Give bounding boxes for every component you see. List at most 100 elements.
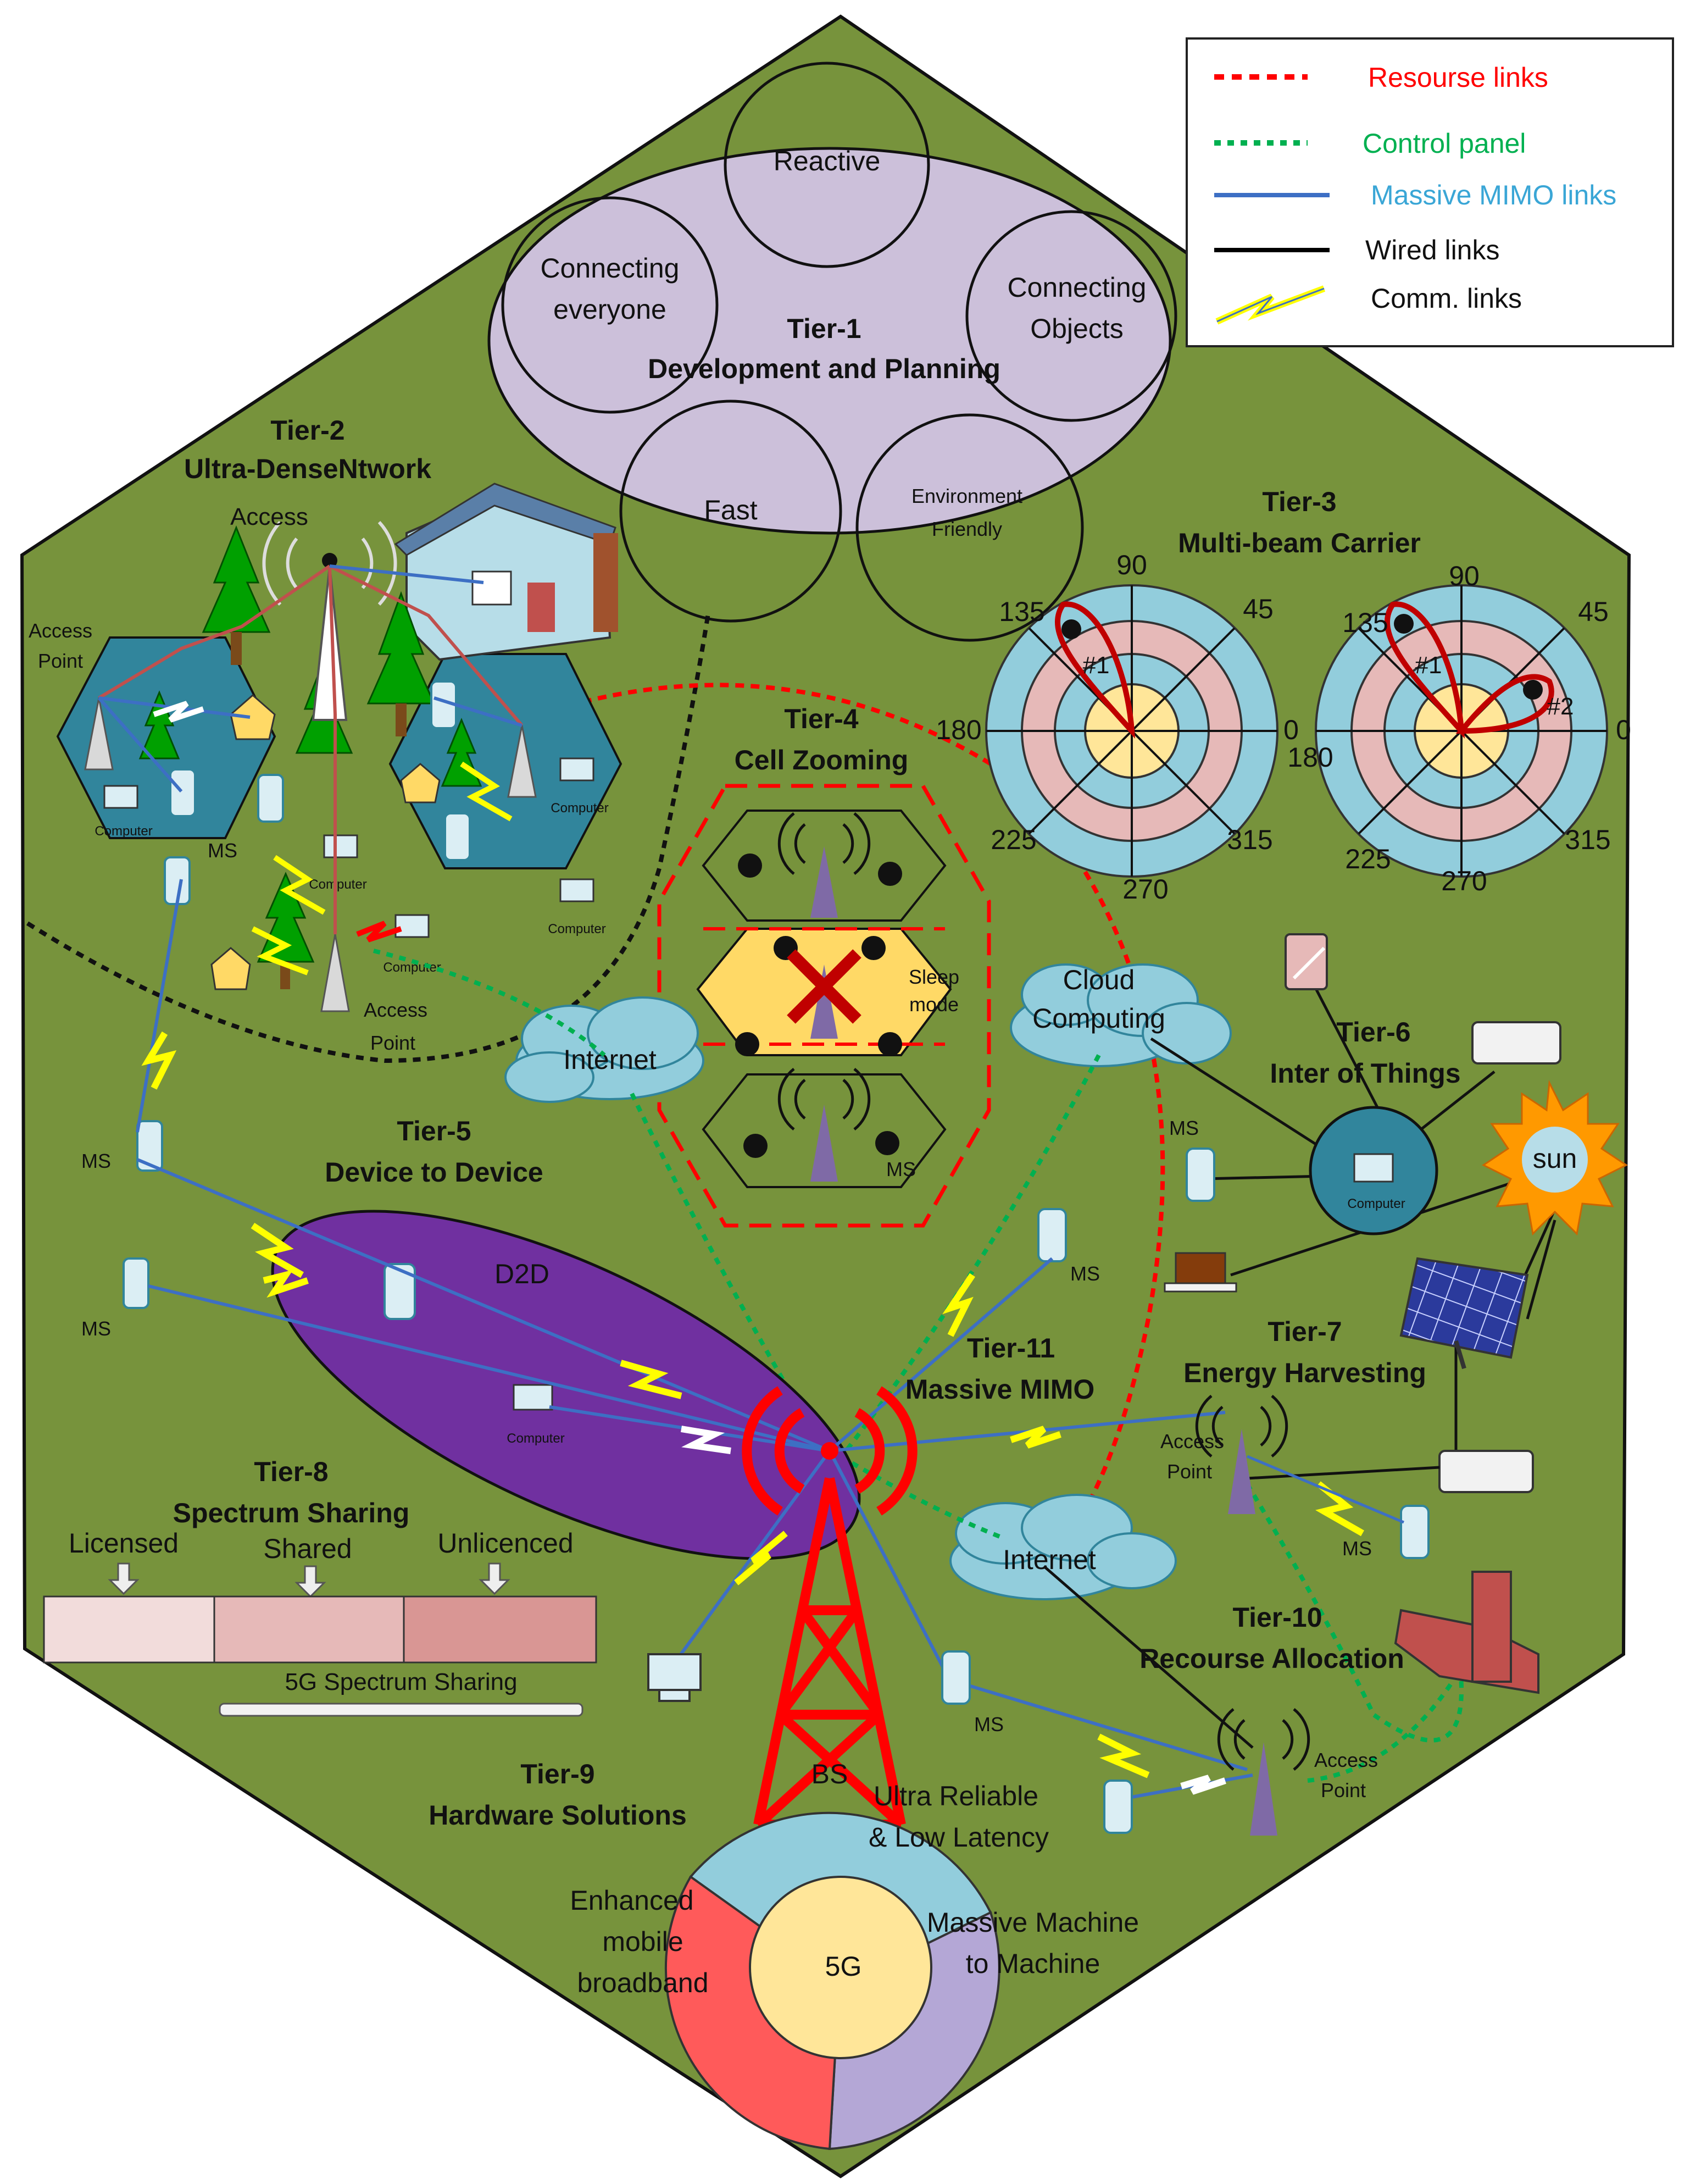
bs-tower-icon (742, 1386, 918, 1830)
tier7-access-label: Access (1160, 1430, 1224, 1453)
tier1-circle-reactive (724, 62, 930, 268)
tier6-ms-label: MS (1169, 1117, 1199, 1139)
tier5-group: Tier-5 Device to Device D2D Computer MS … (81, 1116, 1100, 1560)
polar-right-180: 180 (1287, 742, 1333, 773)
sleep-x-icon (787, 949, 861, 1024)
tier10-group: Tier-10 Recourse Allocation Access Point (1043, 1565, 1539, 1836)
tier9-group: Tier-9 Hardware Solutions 5G Ultra Relia… (429, 1759, 1139, 2150)
segment-label-embb-1: Enhanced (570, 1885, 693, 1916)
legend: Resourse links Control panel Massive MIM… (1186, 37, 1674, 347)
tier2-phone-icons (123, 680, 471, 1309)
legend-label-mimo: Massive MIMO links (1371, 180, 1616, 210)
zoom-antenna-icons (810, 846, 838, 1182)
sleep-label-1: Sleep (909, 966, 959, 988)
tier8-group: Tier-8 Spectrum Sharing Licensed Shared … (43, 1456, 597, 1717)
polar-left-225: 225 (991, 824, 1036, 855)
tier1-label-environment: Environment (911, 485, 1022, 507)
tier10-access-label: Access (1314, 1749, 1378, 1771)
tier4-title: Tier-4 (784, 703, 858, 734)
tier10-antenna-icon (1250, 1742, 1277, 1836)
computer-label-1: Computer (94, 824, 152, 839)
tier1-title: Tier-1 (787, 313, 861, 344)
tier7-point-label: Point (1167, 1460, 1212, 1483)
polar-chart-left (985, 584, 1278, 878)
tier9-title: Tier-9 (520, 1759, 594, 1789)
tier1-label-connecting2: Connecting (1008, 272, 1147, 303)
tier10-subtitle: Recourse Allocation (1139, 1643, 1404, 1674)
spectrum-caption-bar (219, 1703, 583, 1717)
sleep-label-2: mode (909, 993, 959, 1016)
tier2-links (97, 564, 524, 1133)
tier9-subtitle: Hardware Solutions (429, 1800, 687, 1831)
tier1-ellipse (487, 147, 1172, 535)
tier7-subtitle: Energy Harvesting (1183, 1357, 1426, 1388)
segment-label-urllc-2: & Low Latency (869, 1822, 1049, 1853)
tier11-title: Tier-11 (967, 1333, 1055, 1363)
ms-label-top-right: MS (1070, 1262, 1100, 1285)
tier1-label-objects: Objects (1030, 313, 1124, 344)
polar-left-270: 270 (1122, 874, 1168, 905)
legend-box (1186, 37, 1674, 347)
tier6-group: Tier-6 Inter of Things Computer MS (1150, 933, 1561, 1451)
tier7-group: Tier-7 Energy Harvesting sun Access Poin… (1160, 1079, 1628, 1560)
zoom-outer-dashed-hex (657, 784, 991, 1228)
band-label-unlicenced: Unlicenced (437, 1528, 573, 1559)
polar-left-315: 315 (1227, 824, 1272, 855)
computer-label-4: Computer (548, 922, 605, 936)
segment-label-embb-3: broadband (577, 1967, 708, 1998)
tier11-subtitle: Massive MIMO (905, 1374, 1095, 1405)
tier1-circle-fast (619, 400, 842, 623)
tier3-subtitle: Multi-beam Carrier (1178, 528, 1421, 558)
segment-label-mmtc-1: Massive Machine (927, 1907, 1139, 1938)
tier4-subtitle: Cell Zooming (735, 745, 909, 775)
polar-right-315: 315 (1565, 824, 1610, 855)
polar-chart-right (1315, 584, 1608, 878)
computer-label-3: Computer (551, 801, 608, 816)
tier2-ms-label: MS (208, 839, 237, 862)
tier1-label-everyone: everyone (553, 294, 666, 325)
ring-center (749, 1876, 932, 2059)
polar-left-90: 90 (1116, 550, 1147, 580)
tier5-computer-icon (513, 1384, 553, 1411)
polar-right-0: 0 (1616, 714, 1631, 745)
tier10-point-label: Point (1321, 1779, 1366, 1801)
tier11-group: Tier-11 Massive MIMO BS MS (647, 1333, 1095, 1830)
polar-right-270: 270 (1441, 866, 1487, 896)
polar-right-135: 135 (1342, 607, 1388, 638)
spectrum-caption: 5G Spectrum Sharing (285, 1669, 517, 1695)
internet-label-left: Internet (563, 1044, 657, 1075)
house-icon (394, 483, 618, 661)
tier2-title: Tier-2 (270, 415, 344, 446)
ms-label-left-2: MS (81, 1317, 111, 1340)
tier5-phone-icons (383, 1208, 1067, 1320)
tier1-label-friendly: Friendly (932, 518, 1002, 540)
sun-label: sun (1533, 1143, 1577, 1174)
tier8-title: Tier-8 (254, 1456, 328, 1487)
polar-left-180: 180 (936, 714, 981, 745)
legend-label-comm: Comm. links (1371, 283, 1522, 314)
tier1-group: Reactive Connecting everyone Connecting … (487, 62, 1177, 642)
tier6-title: Tier-6 (1336, 1017, 1410, 1047)
polar-right-beam1: #1 (1415, 652, 1442, 679)
tier7-ms-label: MS (1342, 1537, 1372, 1560)
ring-center-label: 5G (825, 1951, 862, 1982)
tier4-group: Tier-4 Cell Zooming Sleep mode MS (657, 703, 991, 1228)
polar-left-135: 135 (999, 596, 1044, 627)
ms-label-bottom: MS (974, 1713, 1004, 1736)
server-rack-icon (1394, 1571, 1539, 1694)
tier2-group: Tier-2 Ultra-DenseNtwork (29, 415, 622, 1309)
tier2-access-label-top: Access (230, 503, 308, 530)
tier2-access-label-left: Access (29, 619, 92, 642)
computer-label-2: Computer (309, 877, 366, 892)
tier5-title: Tier-5 (397, 1116, 471, 1146)
tier1-subtitle: Development and Planning (648, 353, 1000, 384)
tier7-title: Tier-7 (1268, 1316, 1342, 1347)
tier5-computer-label: Computer (507, 1431, 564, 1446)
polar-left-45: 45 (1243, 594, 1274, 624)
tier10-title: Tier-10 (1232, 1602, 1322, 1633)
tier3-title: Tier-3 (1262, 486, 1336, 517)
ms-label-left-1: MS (81, 1150, 111, 1172)
tier1-label-connecting1: Connecting (541, 253, 680, 284)
internet-cloud-right (949, 1494, 1177, 1600)
zoom-ms-label: MS (886, 1158, 916, 1180)
